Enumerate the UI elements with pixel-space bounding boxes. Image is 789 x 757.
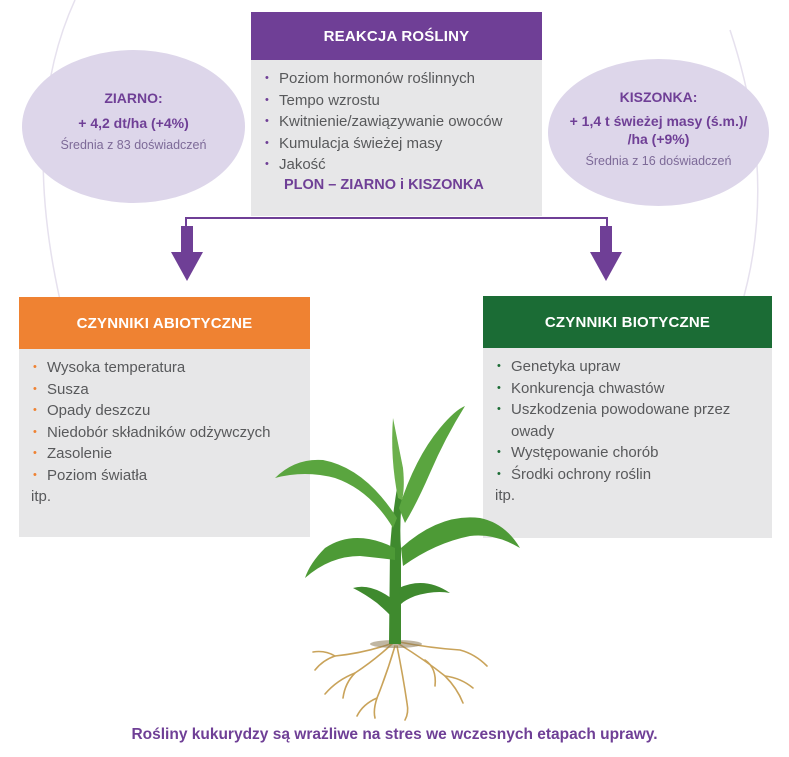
list-item: Wysoka temperatura xyxy=(31,357,310,379)
diagram-caption: Rośliny kukurydzy są wrażliwe na stres w… xyxy=(131,726,658,743)
list-item: Kumulacja świeżej masy xyxy=(263,133,542,155)
grain-value: + 4,2 dt/ha (+4%) xyxy=(78,115,189,131)
list-item: Poziom hormonów roślinnych xyxy=(263,68,542,90)
list-item: Występowanie chorób xyxy=(495,442,760,464)
list-item: Jakość xyxy=(263,154,542,176)
list-item: Uszkodzenia powodowane przez owady xyxy=(495,399,760,442)
abiotic-etc: itp. xyxy=(31,488,52,505)
silage-value-line1: + 1,4 t świeżej masy (ś.m.)/ xyxy=(569,113,748,129)
list-item: Tempo wzrostu xyxy=(263,90,542,112)
biotic-factors-list: Genetyka upraw Konkurencja chwastów Uszk… xyxy=(483,348,772,485)
biotic-factors-title: CZYNNIKI BIOTYCZNE xyxy=(483,296,772,348)
connector-line xyxy=(185,217,607,219)
biotic-factors-box: CZYNNIKI BIOTYCZNE Genetyka upraw Konkur… xyxy=(483,296,772,538)
list-item: Opady deszczu xyxy=(31,400,310,422)
grain-title: ZIARNO: xyxy=(104,90,163,106)
list-item: Genetyka upraw xyxy=(495,356,760,378)
grain-result-ellipse: ZIARNO: + 4,2 dt/ha (+4%) Średnia z 83 d… xyxy=(22,50,245,203)
silage-note: Średnia z 16 doświadczeń xyxy=(585,154,732,168)
list-item: Środki ochrony roślin xyxy=(495,464,760,486)
list-item: Poziom światła xyxy=(31,465,310,487)
silage-value-line2: /ha (+9%) xyxy=(627,131,690,147)
corn-plant-illustration xyxy=(275,406,520,721)
grain-note: Średnia z 83 doświadczeń xyxy=(60,138,207,152)
arrow-down-icon xyxy=(590,226,622,281)
abiotic-factors-list: Wysoka temperatura Susza Opady deszczu N… xyxy=(19,349,310,486)
list-item: Susza xyxy=(31,379,310,401)
list-item: Niedobór składników odżywczych xyxy=(31,422,310,444)
biotic-etc: itp. xyxy=(495,487,516,504)
connector-drop-left xyxy=(185,217,187,229)
list-item: Konkurencja chwastów xyxy=(495,378,760,400)
abiotic-factors-title: CZYNNIKI ABIOTYCZNE xyxy=(19,297,310,349)
silage-title: KISZONKA: xyxy=(619,89,698,105)
plant-reaction-box: REAKCJA ROŚLINY Poziom hormonów roślinny… xyxy=(251,12,542,216)
list-item: Zasolenie xyxy=(31,443,310,465)
connector-drop-right xyxy=(606,217,608,229)
silage-result-ellipse: KISZONKA: + 1,4 t świeżej masy (ś.m.)/ /… xyxy=(548,59,769,206)
abiotic-factors-box: CZYNNIKI ABIOTYCZNE Wysoka temperatura S… xyxy=(19,297,310,537)
plant-reaction-list: Poziom hormonów roślinnych Tempo wzrostu… xyxy=(251,60,542,176)
list-item: Kwitnienie/zawiązywanie owoców xyxy=(263,111,542,133)
arrow-down-icon xyxy=(171,226,203,281)
plant-reaction-title: REAKCJA ROŚLINY xyxy=(251,12,542,60)
yield-label: PLON – ZIARNO i KISZONKA xyxy=(284,176,484,193)
